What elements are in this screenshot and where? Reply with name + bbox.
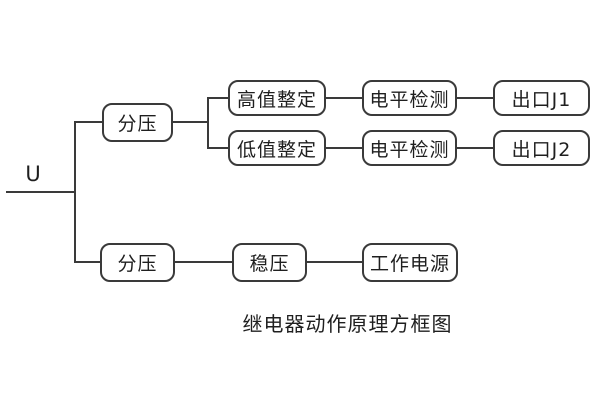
- connector-split-to-high: [209, 97, 228, 99]
- node-level-detect-1: 电平检测: [362, 80, 457, 116]
- node-output-j1: 出口J1: [493, 80, 590, 116]
- node-level-detect-2: 电平检测: [362, 130, 457, 166]
- node-output-j2: 出口J2: [493, 130, 590, 166]
- connector-divider-top-out: [173, 121, 209, 123]
- input-voltage-label: U: [25, 162, 41, 186]
- node-voltage-divider-bottom: 分压: [100, 243, 175, 282]
- node-low-value-setting: 低值整定: [228, 130, 326, 166]
- node-voltage-regulator: 稳压: [232, 243, 307, 282]
- connector-low-to-level2: [326, 147, 362, 149]
- node-working-power: 工作电源: [362, 243, 458, 282]
- node-label: 分压: [117, 253, 158, 275]
- node-label: 出口J1: [511, 88, 572, 111]
- node-label: 分压: [117, 113, 158, 135]
- connector-trunk-vertical: [74, 121, 76, 263]
- node-voltage-divider-top: 分压: [102, 103, 173, 142]
- diagram-caption: 继电器动作原理方框图: [242, 312, 453, 336]
- node-high-value-setting: 高值整定: [228, 80, 326, 116]
- node-label: 电平检测: [369, 88, 450, 111]
- connector-split-vertical: [207, 97, 209, 149]
- connector-trunk-to-divider-bottom: [76, 261, 100, 263]
- connector-split-to-low: [209, 147, 228, 149]
- node-label: 电平检测: [369, 138, 450, 161]
- node-label: 高值整定: [236, 88, 317, 111]
- connector-regulator-to-power: [307, 261, 362, 263]
- connector-high-to-level1: [326, 97, 362, 99]
- node-label: 出口J2: [511, 138, 572, 161]
- connector-level2-to-j2: [457, 147, 493, 149]
- connector-input: [6, 191, 75, 193]
- node-label: 工作电源: [369, 253, 450, 275]
- node-label: 低值整定: [236, 138, 317, 161]
- connector-level1-to-j1: [457, 97, 493, 99]
- node-label: 稳压: [249, 253, 290, 275]
- connector-trunk-to-divider-top: [76, 121, 102, 123]
- connector-divider-bottom-to-regulator: [175, 261, 232, 263]
